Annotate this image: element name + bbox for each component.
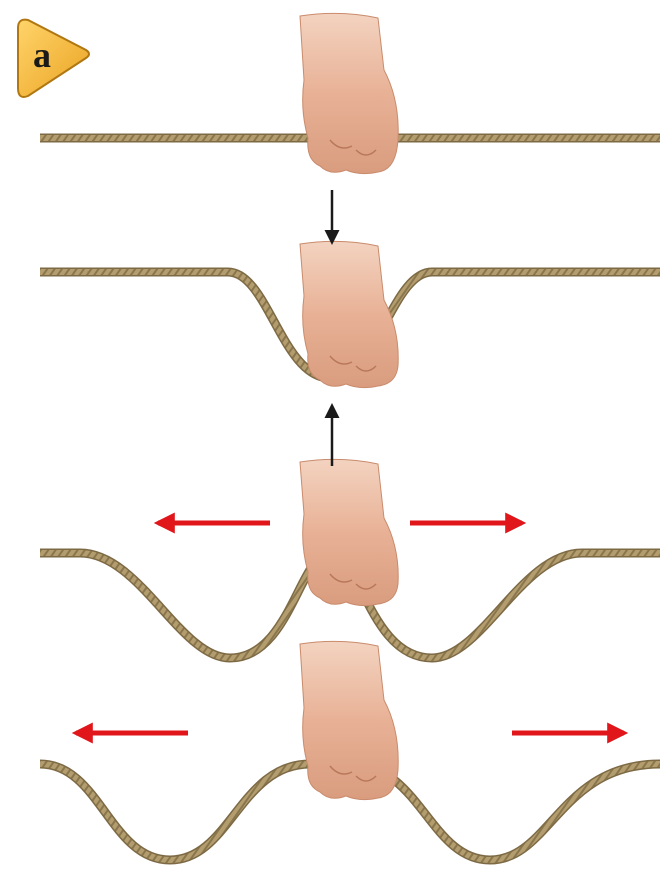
- hand-step-4: [300, 641, 398, 799]
- panel-label: a: [33, 35, 51, 75]
- hand-step-1: [300, 13, 398, 173]
- hand-step-3: [300, 459, 398, 605]
- panel-label-badge: a: [18, 20, 89, 97]
- hand-step-2: [300, 241, 398, 387]
